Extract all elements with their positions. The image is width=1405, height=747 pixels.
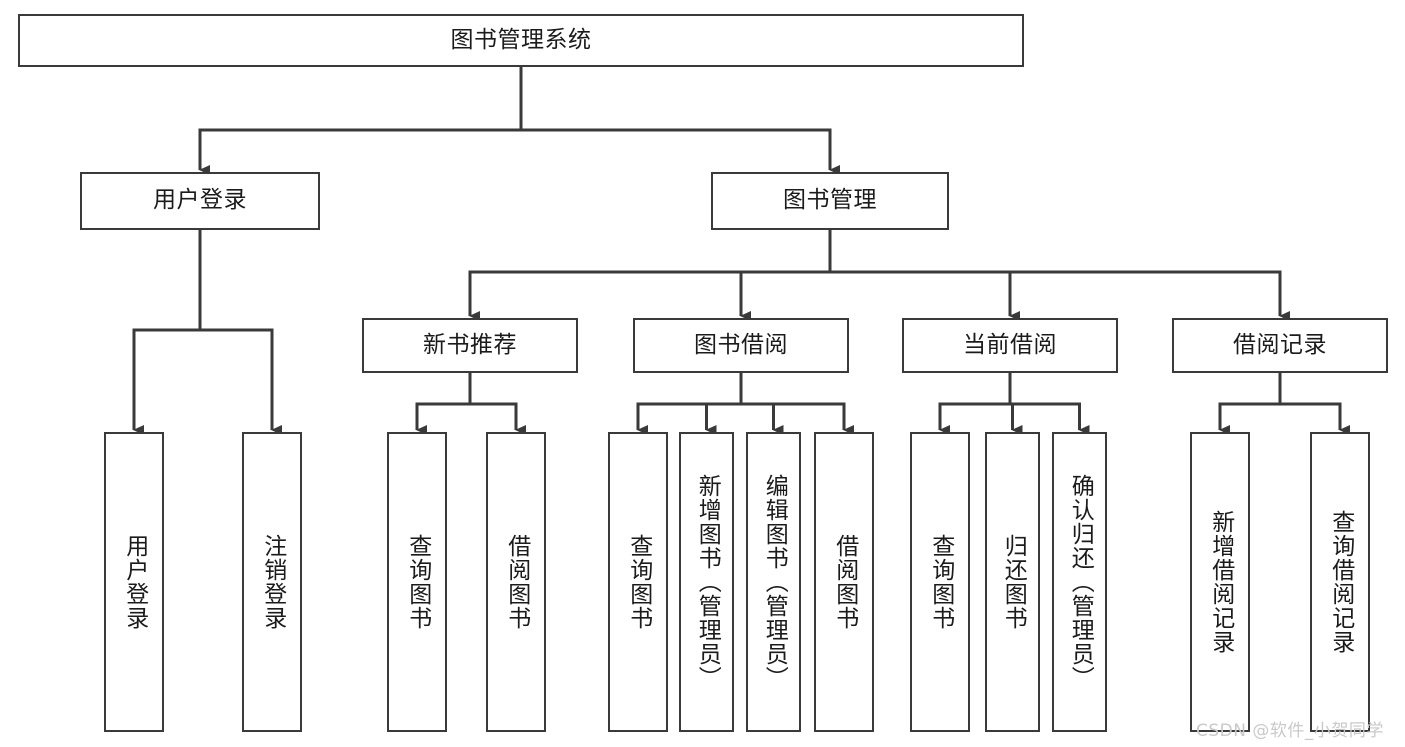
node-label: 图书管理系统 xyxy=(450,26,592,53)
node-leaf-return-book[interactable]: 归还图书 xyxy=(985,432,1040,732)
connector xyxy=(521,128,840,175)
node-book-manage[interactable]: 图书管理 xyxy=(711,172,949,230)
node-leaf-add-record[interactable]: 新增借阅记录 xyxy=(1190,432,1250,732)
connector xyxy=(198,128,521,175)
node-leaf-borrow-book-1[interactable]: 借阅图书 xyxy=(486,432,546,732)
node-label: 归还图书 xyxy=(1000,534,1027,630)
node-label: 用户登录 xyxy=(153,187,247,214)
node-leaf-user-login[interactable]: 用户登录 xyxy=(104,432,164,732)
node-label: 编辑图书（管理员） xyxy=(761,474,788,690)
node-leaf-add-book[interactable]: 新增图书（管理员） xyxy=(679,432,734,732)
node-label: 新书推荐 xyxy=(423,331,517,358)
connector xyxy=(741,402,854,435)
node-leaf-query-book-3[interactable]: 查询图书 xyxy=(910,432,970,732)
node-book-borrow[interactable]: 图书借阅 xyxy=(633,318,849,373)
node-label: 图书管理 xyxy=(783,187,877,214)
connector xyxy=(830,270,1290,321)
node-leaf-confirm-return[interactable]: 确认归还（管理员） xyxy=(1052,432,1107,732)
node-root-system[interactable]: 图书管理系统 xyxy=(18,14,1024,67)
connector xyxy=(132,328,200,435)
connector xyxy=(1010,402,1090,435)
node-leaf-query-record[interactable]: 查询借阅记录 xyxy=(1310,432,1370,732)
node-leaf-user-logout[interactable]: 注销登录 xyxy=(242,432,302,732)
node-label: 借阅图书 xyxy=(831,534,858,630)
connector xyxy=(415,402,470,435)
node-user-login[interactable]: 用户登录 xyxy=(80,172,320,230)
node-label: 查询图书 xyxy=(927,534,954,630)
node-label: 图书借阅 xyxy=(694,331,788,358)
connector xyxy=(1280,402,1350,435)
node-label: 借阅记录 xyxy=(1233,331,1327,358)
node-label: 用户登录 xyxy=(121,534,148,630)
node-current-borrow[interactable]: 当前借阅 xyxy=(902,318,1118,373)
connector xyxy=(938,402,1010,435)
node-label: 新增借阅记录 xyxy=(1207,510,1234,654)
connector xyxy=(200,328,282,435)
node-leaf-borrow-book-2[interactable]: 借阅图书 xyxy=(814,432,874,732)
connector xyxy=(1218,402,1280,435)
node-label: 借阅图书 xyxy=(503,534,530,630)
node-label: 确认归还（管理员） xyxy=(1067,474,1094,690)
connector xyxy=(470,402,526,435)
node-label: 注销登录 xyxy=(259,534,286,630)
connector xyxy=(636,402,741,435)
connector xyxy=(705,402,741,435)
csdn-watermark: CSDN @软件_小贺同学 xyxy=(1196,721,1384,741)
node-leaf-query-book-2[interactable]: 查询图书 xyxy=(608,432,668,732)
node-label: 当前借阅 xyxy=(963,331,1057,358)
node-leaf-query-book-1[interactable]: 查询图书 xyxy=(387,432,447,732)
node-label: 查询图书 xyxy=(625,534,652,630)
connector xyxy=(468,270,830,321)
node-label: 查询图书 xyxy=(404,534,431,630)
connector xyxy=(741,402,784,435)
node-label: 查询借阅记录 xyxy=(1327,510,1354,654)
node-new-book-rec[interactable]: 新书推荐 xyxy=(362,318,578,373)
connector xyxy=(1010,402,1023,435)
connector xyxy=(830,270,1020,321)
node-label: 新增图书（管理员） xyxy=(694,474,721,690)
node-leaf-edit-book[interactable]: 编辑图书（管理员） xyxy=(746,432,801,732)
connector xyxy=(739,270,830,321)
node-borrow-record[interactable]: 借阅记录 xyxy=(1172,318,1388,373)
